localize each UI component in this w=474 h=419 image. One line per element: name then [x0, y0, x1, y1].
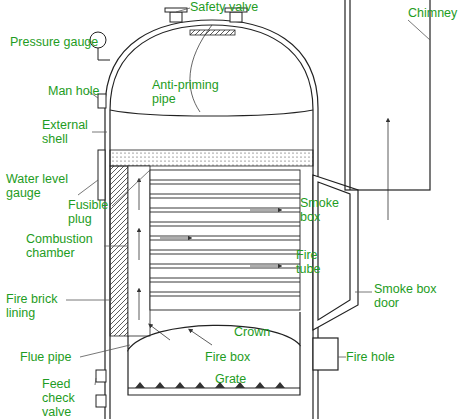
- boiler-part: [190, 30, 235, 35]
- gas-flow-arrows: [139, 120, 388, 345]
- boiler-part: [408, 20, 430, 40]
- boiler-part: [110, 150, 313, 166]
- boiler-part: [160, 238, 190, 239]
- part-label: Crown: [234, 325, 284, 339]
- chimney: [345, 0, 430, 190]
- boiler-part: [128, 345, 300, 395]
- boiler-part: [150, 282, 300, 283]
- boiler-part: [139, 230, 140, 260]
- boiler-part: [128, 166, 150, 336]
- boiler-part: [80, 345, 130, 357]
- part-label: External shell: [42, 118, 98, 146]
- grate: [135, 382, 285, 388]
- boiler-part: [92, 132, 107, 133]
- boiler-part: [105, 20, 318, 419]
- boiler-part: [150, 236, 300, 237]
- boiler-part: [150, 222, 300, 223]
- boiler-part: [150, 208, 300, 209]
- boiler-part: [95, 378, 96, 385]
- boiler-part: [176, 8, 190, 12]
- part-label: Chimney: [408, 6, 472, 20]
- part-label: Fusible plug: [68, 198, 116, 226]
- boiler-part: [190, 330, 212, 345]
- boiler-part: [128, 312, 300, 350]
- boiler-part: [96, 395, 106, 407]
- boiler-part: [150, 264, 300, 265]
- boiler-part: [66, 300, 112, 301]
- boiler-part: [110, 166, 128, 336]
- boiler-part: [78, 180, 98, 195]
- boiler-part: [98, 48, 110, 60]
- boiler-part: [112, 170, 150, 206]
- boiler-part: [250, 210, 280, 211]
- boiler-part: [150, 180, 300, 181]
- boiler-part: [150, 240, 300, 241]
- boiler-part: [388, 120, 389, 220]
- part-label: Flue pipe: [20, 350, 84, 364]
- boiler-part: [150, 296, 300, 297]
- part-label: Water level gauge: [6, 172, 86, 200]
- boiler-part: [150, 194, 300, 195]
- fire-box: [128, 312, 300, 395]
- part-label: Safety valve: [190, 0, 280, 14]
- boiler-part: [139, 180, 140, 210]
- boiler-part: [355, 292, 372, 293]
- part-label: Pressure gauge: [10, 35, 100, 49]
- boiler-part: [110, 110, 313, 116]
- part-label: Anti-priming pipe: [152, 78, 234, 106]
- part-label: Fire box: [205, 350, 265, 364]
- boiler-part: [345, 0, 430, 190]
- part-label: Fire brick lining: [6, 292, 70, 320]
- boiler-part: [104, 246, 128, 247]
- fire-tubes: [150, 170, 300, 310]
- boiler-part: [150, 278, 300, 279]
- part-label: Fire tube: [296, 248, 332, 276]
- boiler-part: [96, 370, 106, 382]
- boiler-part: [110, 25, 313, 419]
- boiler-part: [150, 184, 300, 185]
- leader-lines: [66, 8, 430, 385]
- boiler-part: [139, 290, 140, 320]
- boiler-part: [150, 292, 300, 293]
- boiler-part: [170, 12, 182, 22]
- boiler-part: [250, 266, 280, 267]
- boiler-part: [150, 250, 300, 251]
- part-label: Smoke box door: [374, 282, 454, 310]
- water-band: [110, 150, 313, 166]
- boiler-part: [150, 254, 300, 255]
- anti-priming-pipe: [190, 30, 235, 35]
- part-label: Feed check valve: [42, 377, 98, 419]
- combustion-chamber: [110, 166, 150, 336]
- boiler-part: [150, 226, 300, 227]
- boiler-part: [98, 150, 105, 200]
- boiler-part: [150, 268, 300, 269]
- boiler-part: [150, 170, 300, 310]
- boiler-part: [128, 387, 300, 388]
- part-label: Combustion chamber: [26, 232, 108, 260]
- boiler-part: [150, 212, 300, 213]
- part-label: Grate: [215, 372, 265, 386]
- boiler-part: [190, 25, 212, 112]
- boiler-shell: [105, 20, 318, 419]
- part-label: Smoke box: [300, 196, 342, 224]
- boiler-part: [135, 382, 285, 388]
- boiler-part: [349, 0, 350, 190]
- part-label: Fire hole: [346, 350, 416, 364]
- boiler-part: [150, 198, 300, 199]
- boiler-part: [338, 357, 346, 358]
- boiler-part: [313, 338, 338, 370]
- part-label: Man hole: [48, 84, 108, 98]
